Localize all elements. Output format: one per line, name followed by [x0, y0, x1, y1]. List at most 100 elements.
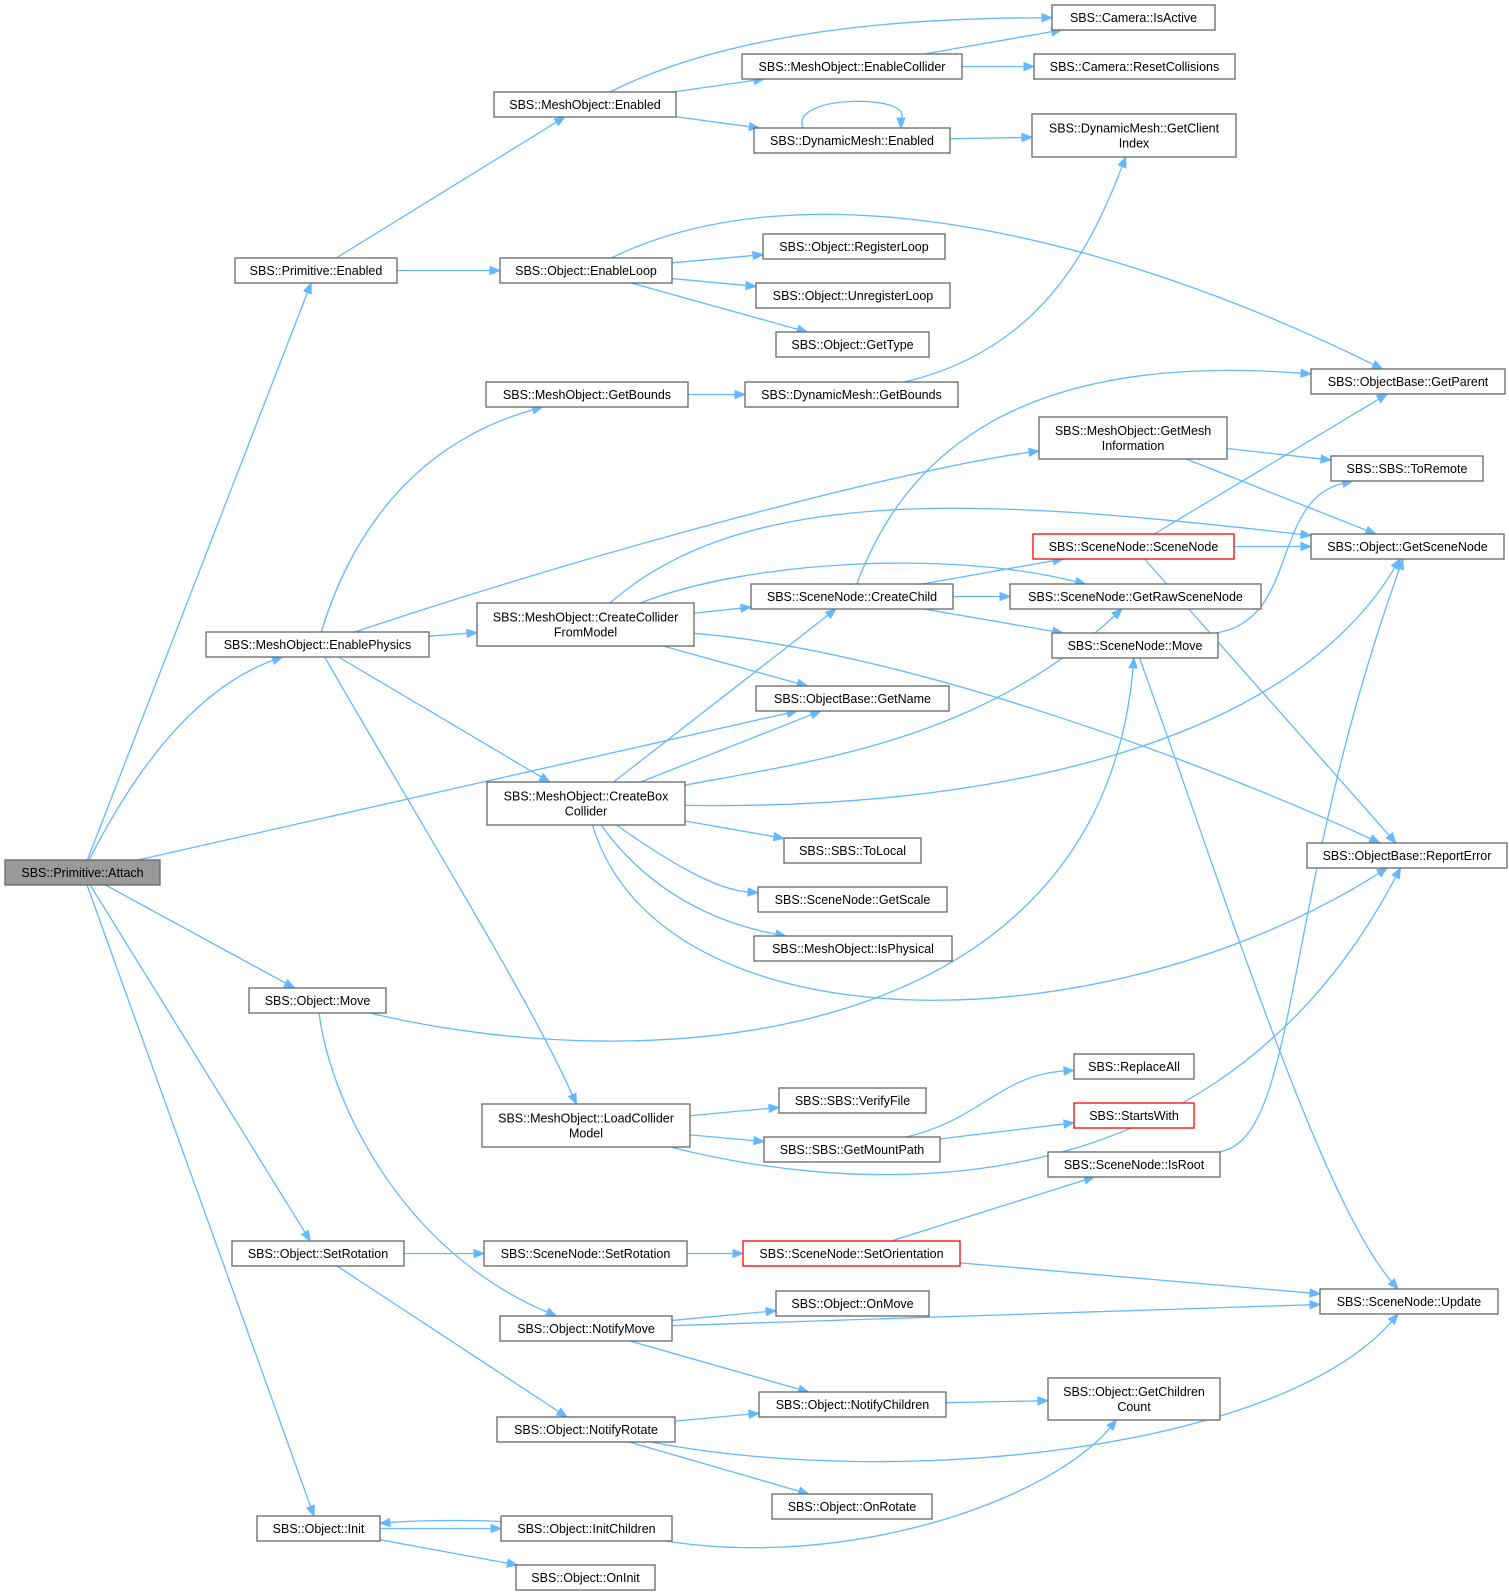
call-edge-attach-to-mesh_enablephysics — [88, 656, 284, 861]
node-label: SBS::ObjectBase::GetParent — [1328, 375, 1489, 389]
node-ob-getparent[interactable]: SBS::ObjectBase::GetParent — [1310, 368, 1506, 395]
node-sn-scenenode[interactable]: SBS::SceneNode::SceneNode — [1032, 533, 1235, 560]
node-mesh-enablecollider[interactable]: SBS::MeshObject::EnableCollider — [741, 53, 963, 80]
node-ob-getname[interactable]: SBS::ObjectBase::GetName — [755, 685, 950, 712]
node-label: Index — [1119, 137, 1150, 151]
node-sn-createchild[interactable]: SBS::SceneNode::CreateChild — [750, 583, 954, 610]
edge-line — [354, 451, 1031, 633]
node-sn-getscale[interactable]: SBS::SceneNode::GetScale — [757, 886, 948, 913]
node-label: SBS::Object::GetSceneNode — [1327, 540, 1488, 554]
node-sn-setrotation[interactable]: SBS::SceneNode::SetRotation — [483, 1240, 688, 1267]
edge-line — [320, 408, 535, 633]
edge-line — [890, 1179, 1086, 1242]
node-label: Model — [569, 1127, 603, 1141]
node-box — [762, 233, 946, 260]
node-sbs-replaceall[interactable]: SBS::ReplaceAll — [1073, 1053, 1195, 1080]
arrowhead-icon — [1394, 557, 1404, 571]
node-label: SBS::ObjectBase::GetName — [774, 692, 931, 706]
node-sbs-verifyfile[interactable]: SBS::SBS::VerifyFile — [778, 1087, 927, 1114]
node-sbs-getmountpath[interactable]: SBS::SBS::GetMountPath — [763, 1136, 941, 1163]
node-mesh-isphysical[interactable]: SBS::MeshObject::IsPhysical — [753, 935, 953, 962]
node-box — [755, 282, 951, 309]
node-obj-oninit[interactable]: SBS::Object::OnInit — [515, 1564, 656, 1591]
node-obj-getscenenode[interactable]: SBS::Object::GetSceneNode — [1310, 533, 1505, 560]
node-sn-setorientation[interactable]: SBS::SceneNode::SetOrientation — [742, 1240, 961, 1267]
edge-line — [629, 1340, 801, 1391]
node-obj-onrotate[interactable]: SBS::Object::OnRotate — [771, 1493, 933, 1520]
node-obj-onmove[interactable]: SBS::Object::OnMove — [775, 1290, 930, 1317]
node-obj-move[interactable]: SBS::Object::Move — [248, 987, 387, 1014]
node-sn-getrawscenenode[interactable]: SBS::SceneNode::GetRawSceneNode — [1009, 583, 1262, 610]
call-edge-mesh_createboxcollider-to-mesh_isphysical — [600, 824, 788, 939]
arrowhead-icon — [765, 1306, 778, 1317]
node-obj-initchildren[interactable]: SBS::Object::InitChildren — [500, 1515, 673, 1542]
node-obj-enableloop[interactable]: SBS::Object::EnableLoop — [499, 257, 673, 284]
node-dyn-enabled[interactable]: SBS::DynamicMesh::Enabled — [753, 127, 951, 154]
node-sn-move[interactable]: SBS::SceneNode::Move — [1051, 632, 1219, 659]
node-dyn-getbounds[interactable]: SBS::DynamicMesh::GetBounds — [744, 381, 959, 408]
edge-line — [591, 824, 1381, 1001]
edge-line — [611, 213, 1375, 366]
node-label: SBS::Object::OnRotate — [788, 1500, 917, 1514]
node-label: SBS::SceneNode::SetRotation — [501, 1247, 671, 1261]
call-edge-mesh_createboxcollider-to-sn_getscale — [616, 824, 760, 897]
node-attach[interactable]: SBS::Primitive::Attach — [4, 859, 161, 886]
node-sbs-toremote[interactable]: SBS::SBS::ToRemote — [1330, 455, 1484, 482]
node-obj-notifymove[interactable]: SBS::Object::NotifyMove — [499, 1315, 673, 1342]
node-label: SBS::MeshObject::Enabled — [509, 98, 661, 112]
call-edge-attach-to-obj_move — [105, 884, 296, 989]
call-edge-obj_enableloop-to-ob_getparent — [611, 213, 1384, 370]
arrowhead-icon — [1387, 1277, 1399, 1291]
node-cam-resetcollisions[interactable]: SBS::Camera::ResetCollisions — [1033, 53, 1236, 80]
arrowhead-icon — [1111, 608, 1123, 620]
node-obj-registerloop[interactable]: SBS::Object::RegisterLoop — [762, 233, 946, 260]
node-box — [783, 837, 922, 864]
arrowhead-icon — [824, 608, 837, 620]
edge-line — [693, 607, 743, 614]
call-edge-mesh_enablephysics-to-mesh_getmeshinfo — [354, 447, 1041, 633]
edge-line — [86, 291, 309, 861]
node-prim-enabled[interactable]: SBS::Primitive::Enabled — [234, 257, 398, 284]
node-obj-notifychildren[interactable]: SBS::Object::NotifyChildren — [758, 1391, 947, 1418]
arrowhead-icon — [740, 603, 753, 613]
node-mesh-enablephysics[interactable]: SBS::MeshObject::EnablePhysics — [205, 631, 430, 658]
node-box — [1310, 533, 1505, 560]
node-obj-unregisterloop[interactable]: SBS::Object::UnregisterLoop — [755, 282, 951, 309]
node-obj-notifyrotate[interactable]: SBS::Object::NotifyRotate — [496, 1416, 676, 1443]
node-ob-reporterror[interactable]: SBS::ObjectBase::ReportError — [1306, 842, 1508, 869]
node-obj-gettype[interactable]: SBS::Object::GetType — [775, 331, 930, 358]
node-label: SBS::SBS::ToRemote — [1347, 462, 1468, 476]
arrowhead-icon — [378, 1517, 391, 1528]
call-edge-sn_setrotation-to-sn_setorientation — [687, 1248, 745, 1259]
node-sn-isroot[interactable]: SBS::SceneNode::IsRoot — [1047, 1151, 1221, 1178]
arrowhead-icon — [544, 1307, 558, 1317]
edge-line — [428, 632, 469, 637]
arrowhead-icon — [305, 1504, 315, 1518]
node-sbs-tolocal[interactable]: SBS::SBS::ToLocal — [783, 837, 922, 864]
node-sbs-startswith[interactable]: SBS::StartsWith — [1073, 1102, 1195, 1129]
arrowhead-icon — [1364, 525, 1378, 535]
node-box — [248, 987, 387, 1014]
node-mesh-enabled[interactable]: SBS::MeshObject::Enabled — [493, 91, 677, 118]
arrowhead-icon — [1387, 1312, 1400, 1326]
node-label: SBS::Camera::ResetCollisions — [1050, 60, 1220, 74]
node-mesh-getbounds[interactable]: SBS::MeshObject::GetBounds — [485, 381, 689, 408]
node-sn-update[interactable]: SBS::SceneNode::Update — [1319, 1288, 1499, 1315]
call-edge-obj_notifyrotate-to-sn_update — [650, 1312, 1400, 1463]
node-obj-setrotation[interactable]: SBS::Object::SetRotation — [231, 1240, 405, 1267]
call-edge-mesh_enablecollider-to-cam_resetcollisions — [962, 61, 1036, 72]
arrowhead-icon — [1309, 1300, 1322, 1310]
call-edge-obj_notifymove-to-obj_notifychildren — [629, 1340, 810, 1394]
edge-line — [1153, 398, 1380, 535]
arrowhead-icon — [809, 710, 823, 720]
node-cam-isactive[interactable]: SBS::Camera::IsActive — [1051, 4, 1216, 31]
call-edge-sn_createchild-to-sn_move — [924, 608, 1065, 636]
edge-line — [609, 17, 1044, 93]
node-obj-init[interactable]: SBS::Object::Init — [256, 1515, 381, 1542]
